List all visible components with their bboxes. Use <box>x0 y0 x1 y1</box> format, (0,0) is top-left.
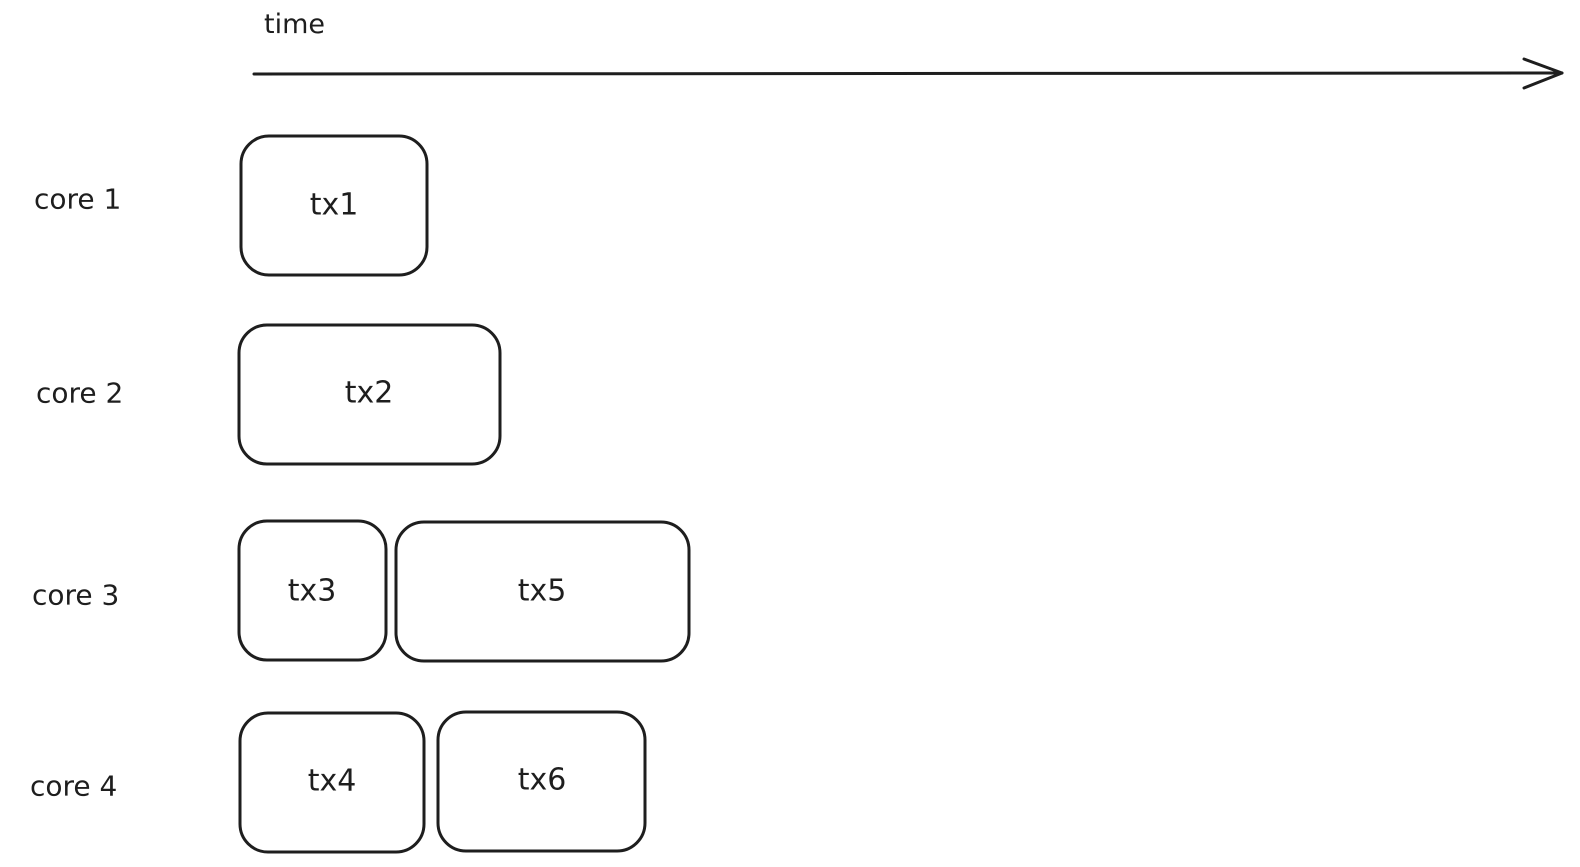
task-box-tx2: tx2 <box>237 323 502 466</box>
task-box-tx6: tx6 <box>436 710 647 853</box>
task-box-outline <box>436 710 647 853</box>
task-box-outline <box>237 323 502 466</box>
row-label-core-3: core 3 <box>32 579 119 612</box>
time-axis-label: time <box>264 9 325 40</box>
row-label-core-1: core 1 <box>34 183 121 216</box>
time-axis: time <box>252 9 1564 90</box>
row-core-4: core 4 tx4 tx6 <box>30 710 647 854</box>
row-label-core-4: core 4 <box>30 770 117 803</box>
task-label-tx6: tx6 <box>518 763 567 798</box>
task-label-tx2: tx2 <box>345 376 394 411</box>
task-box-outline <box>239 134 429 277</box>
task-box-outline <box>237 519 388 662</box>
task-label-tx1: tx1 <box>310 188 359 223</box>
row-core-2: core 2 tx2 <box>36 323 502 466</box>
time-axis-line <box>252 71 1564 76</box>
row-core-1: core 1 tx1 <box>34 134 429 277</box>
task-box-tx3: tx3 <box>237 519 388 662</box>
row-core-3: core 3 tx3 tx5 <box>32 519 691 663</box>
task-box-tx4: tx4 <box>238 711 426 854</box>
task-label-tx4: tx4 <box>308 764 357 799</box>
task-label-tx5: tx5 <box>518 574 567 609</box>
task-box-outline <box>238 711 426 854</box>
row-label-core-2: core 2 <box>36 377 123 410</box>
task-label-tx3: tx3 <box>288 574 337 609</box>
task-box-tx5: tx5 <box>394 520 691 663</box>
time-axis-arrowhead <box>1522 57 1564 90</box>
task-box-tx1: tx1 <box>239 134 429 277</box>
task-box-outline <box>394 520 691 663</box>
